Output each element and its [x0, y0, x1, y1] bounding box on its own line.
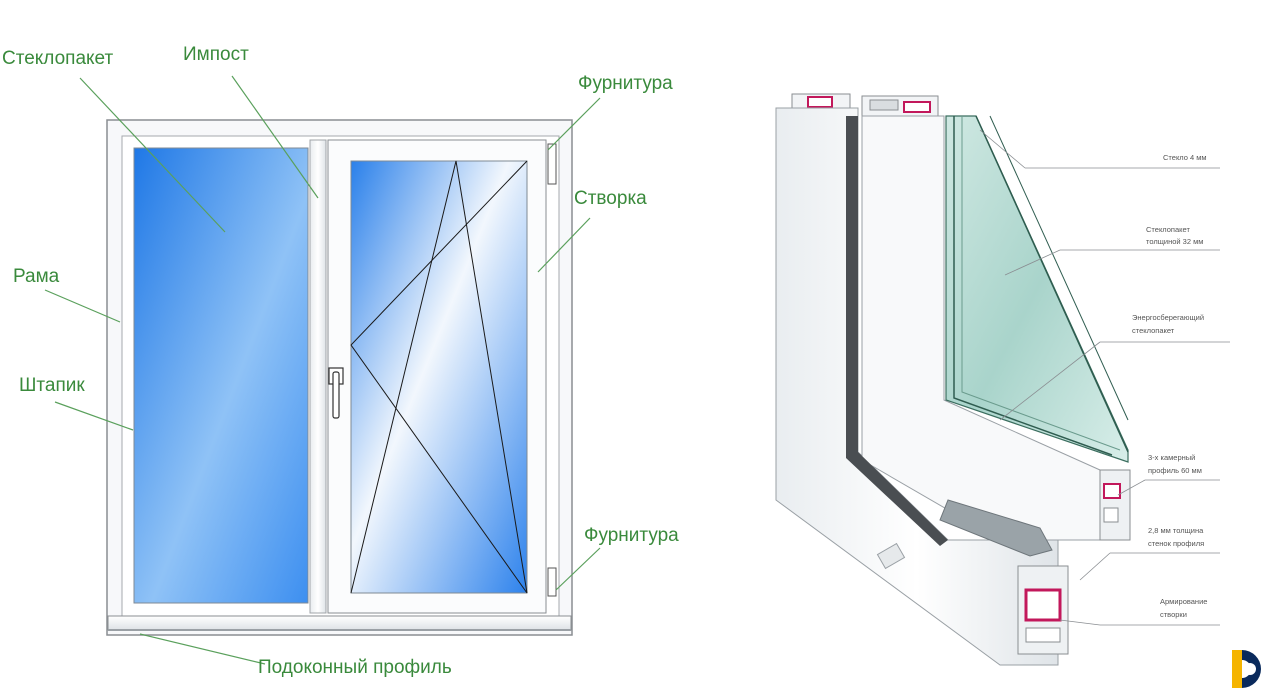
tilt-indicator-lines — [350, 160, 528, 594]
label-glazing-bead: Штапик — [19, 375, 85, 396]
reinforcement-chamber — [1024, 588, 1062, 622]
leader-lines — [44, 75, 601, 665]
turn-indicator-lines — [350, 160, 528, 594]
label-mullion: Импост — [183, 44, 249, 65]
label-energy-line2: стеклопакет — [1132, 326, 1175, 335]
label-energy-line1: Энергосберегающий — [1132, 313, 1204, 322]
right-glass-pane — [350, 160, 528, 594]
label-frame: Рама — [13, 266, 60, 287]
label-reinforce-line1: Армирование — [1160, 597, 1207, 606]
label-sill-profile: Подоконный профиль — [258, 657, 452, 678]
label-reinforce-line2: створки — [1160, 610, 1187, 619]
label-wall-line1: 2,8 мм толщина — [1148, 526, 1204, 535]
mullion-bar — [309, 139, 327, 614]
label-sash: Створка — [574, 188, 647, 209]
label-glass-unit-line2: толщиной 32 мм — [1146, 237, 1203, 246]
left-glass-pane — [133, 147, 309, 604]
label-hardware-top: Фурнитура — [578, 73, 673, 94]
label-glass-unit: Стеклопакет — [2, 48, 113, 69]
sill-profile-bar — [107, 615, 572, 631]
label-hardware-bottom: Фурнитура — [584, 525, 679, 546]
label-glass-unit-line1: Стеклопакет — [1146, 225, 1190, 234]
label-chamber-line1: 3-х камерный — [1148, 453, 1195, 462]
label-wall-line2: стенок профиля — [1148, 539, 1204, 548]
window-handle-icon — [328, 367, 344, 419]
bottom-hinge-icon — [547, 567, 557, 597]
brand-logo-icon — [1232, 650, 1261, 688]
profile-drawing: Стекло 4 мм Стеклопакет толщиной 32 мм Э… — [775, 93, 1230, 666]
label-glass-4mm: Стекло 4 мм — [1163, 153, 1207, 162]
label-chamber-line2: профиль 60 мм — [1148, 466, 1202, 475]
window-drawing: Стеклопакет Импост Фурнитура Створка Рам… — [2, 44, 679, 678]
glass-unit-cross-section — [945, 115, 1129, 463]
top-hinge-icon — [547, 143, 557, 185]
